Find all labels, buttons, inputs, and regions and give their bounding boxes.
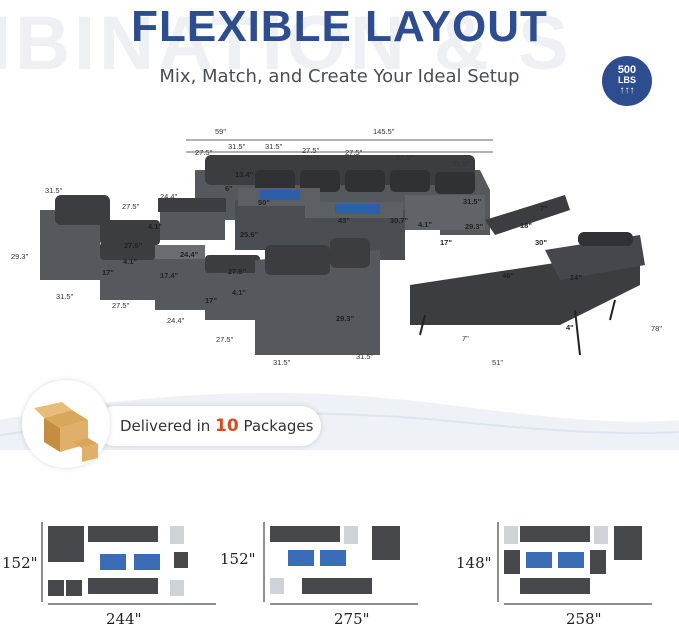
dim-chair-d: 31.5" <box>56 292 74 301</box>
badge-unit: LBS <box>618 75 636 85</box>
dim-sofa-h: 29.3" <box>465 222 484 231</box>
dim-fire1-small: 6" <box>225 184 233 193</box>
delivery-text: Delivered in 10 Packages <box>120 416 313 436</box>
dim-table-h: 17.4" <box>160 271 179 280</box>
fire-pit-tables <box>235 188 405 260</box>
ottoman-row <box>100 242 260 320</box>
dim-daybed-len: 78" <box>651 324 663 333</box>
dim-fire1-w: 50" <box>258 198 270 207</box>
dim-ottoman-d2: 27.5" <box>112 301 130 310</box>
dim-table-top: 24.4" <box>160 192 178 201</box>
weight-capacity-badge: 500 LBS ↑↑↑ <box>602 56 652 106</box>
dim-left-b: 4.1" <box>148 222 162 231</box>
dim-daybed-seat: 24" <box>570 273 582 282</box>
dim-row-f: 27.5" <box>396 153 414 162</box>
layout-diagram-3 <box>497 522 652 605</box>
dim-sofa-cushion: 4.1" <box>418 220 432 229</box>
dim-top-total: 145.5" <box>373 127 395 136</box>
layout-3-width: 258" <box>566 610 602 628</box>
dim-fire2-h: 30.7" <box>390 216 409 225</box>
cardboard-box-icon <box>34 402 98 462</box>
dim-table-side-bottom: 24.4" <box>167 316 185 325</box>
dim-left-a: 27.5" <box>122 202 140 211</box>
dim-row-a: 27.5" <box>195 148 213 157</box>
front-armchair <box>255 238 380 355</box>
dim-table-w: 24.4" <box>180 250 199 259</box>
dim-sofa-seat: 17" <box>440 238 452 247</box>
dim-ottoman-w: 27.5" <box>124 241 143 250</box>
dim-small-w: 27.5" <box>228 267 247 276</box>
dim-ottoman-d: 17" <box>102 268 114 277</box>
left-armchair <box>40 195 160 280</box>
delivery-suffix: Packages <box>238 417 314 435</box>
dim-top-left: 59" <box>215 127 227 136</box>
dim-daybed-pillow: 7" <box>540 204 548 213</box>
dim-fire1-side: 13.4" <box>235 170 254 179</box>
dim-row-b: 31.5" <box>228 142 246 151</box>
dim-daybed-back-h: 30" <box>535 238 547 247</box>
dim-front-chair-d: 31.5" <box>356 352 374 361</box>
layout-1-width: 244" <box>106 610 142 628</box>
layout-2-width: 275" <box>334 610 370 628</box>
layout-diagram-1 <box>41 522 216 605</box>
dim-daybed-back: 18" <box>520 221 532 230</box>
background-watermark: IBINATION & S <box>0 1 573 86</box>
dim-daybed-leg: 7" <box>462 334 469 343</box>
layout-options: 152" 244" 152" 275" 148" 258" <box>0 510 679 631</box>
page-subtitle: Mix, Match, and Create Your Ideal Setup <box>159 66 520 87</box>
dim-chair-h: 29.3" <box>11 252 29 261</box>
dim-row-d: 27.5" <box>302 146 320 155</box>
package-count: 10 <box>215 416 239 436</box>
dim-chair-w: 31.5" <box>45 186 63 195</box>
dim-fire1-h: 25.6" <box>240 230 259 239</box>
side-table <box>158 198 226 240</box>
layout-2-height: 152" <box>220 550 256 568</box>
package-badge <box>22 380 110 468</box>
delivery-pill <box>95 406 321 446</box>
dim-daybed-cushion: 4" <box>566 323 574 332</box>
upward-arrows-icon: ↑↑↑ <box>619 85 635 96</box>
dim-fire2-w: 43" <box>338 216 350 225</box>
badge-weight: 500 <box>617 64 637 76</box>
dim-cushion-h: 4.1" <box>232 288 246 297</box>
layout-3-height: 148" <box>456 554 492 572</box>
dim-row-g: 31.5" <box>452 159 470 168</box>
daybed-lounger <box>410 195 645 356</box>
dim-sofa-d: 31.5" <box>463 197 482 206</box>
dim-row-c: 31.5" <box>265 142 283 151</box>
page-title: FLEXIBLE LAYOUT <box>131 2 548 51</box>
dim-small-d: 27.5" <box>216 335 234 344</box>
delivery-prefix: Delivered in <box>120 417 216 435</box>
dim-front-chair-h: 29.3" <box>336 314 355 323</box>
dim-daybed-w: 46" <box>502 271 514 280</box>
dim-daybed-depth: 51" <box>492 358 504 367</box>
dim-front-chair-w: 31.5" <box>273 358 291 367</box>
dim-front-ottoman-d: 17" <box>205 296 217 305</box>
furniture-illustration <box>40 139 645 356</box>
dim-row-e: 27.5" <box>345 148 363 157</box>
dim-ottoman-h: 4.1" <box>123 257 137 266</box>
layout-diagram-2 <box>263 522 418 605</box>
layout-1-height: 152" <box>2 554 38 572</box>
